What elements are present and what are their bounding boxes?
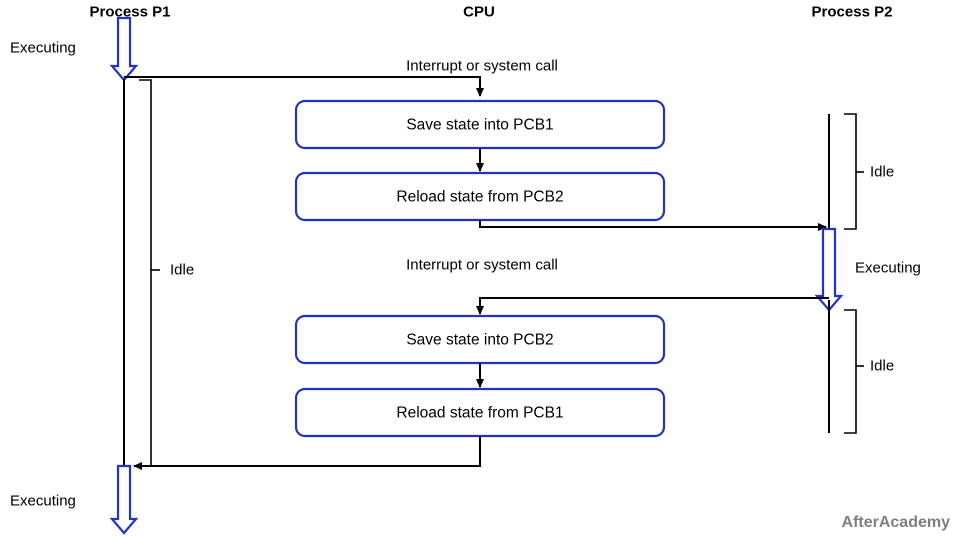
cpu-step-label-3: Save state into PCB2: [406, 331, 554, 349]
p2-executing-arrow: [814, 227, 844, 312]
p1-executing-label-bottom: Executing: [10, 492, 76, 510]
transition-p1-to-cpu: [124, 76, 484, 97]
p1-idle-label: Idle: [170, 261, 195, 279]
p2-idle-label-top: Idle: [870, 163, 895, 181]
p2-idle-bracket-top: [844, 113, 857, 230]
p1-executing-arrow-bottom: [109, 464, 139, 535]
transition-p2-to-cpu: [476, 297, 829, 315]
transition-label-2: Interrupt or system call: [406, 256, 558, 274]
cpu-step-label-4: Reload state from PCB1: [396, 404, 564, 422]
p2-idle-label-bottom: Idle: [870, 357, 895, 375]
header-process-p1: Process P1: [89, 3, 171, 21]
header-process-p2: Process P2: [811, 3, 893, 21]
transition-cpu-to-p1: [133, 436, 481, 470]
cpu-step-label-2: Reload state from PCB2: [396, 188, 564, 206]
p1-executing-arrow-top: [109, 16, 139, 82]
p2-idle-bracket-bottom: [844, 309, 857, 434]
p1-idle-bracket: [139, 79, 152, 467]
p1-executing-label-top: Executing: [10, 39, 76, 57]
transition-cpu-to-p2: [479, 220, 827, 231]
header-cpu: CPU: [463, 3, 495, 21]
transition-label-1: Interrupt or system call: [406, 57, 558, 75]
cpu-step-label-1: Save state into PCB1: [406, 116, 554, 134]
p2-executing-label: Executing: [855, 259, 921, 277]
watermark-afteracademy: AfterAcademy: [841, 514, 950, 531]
